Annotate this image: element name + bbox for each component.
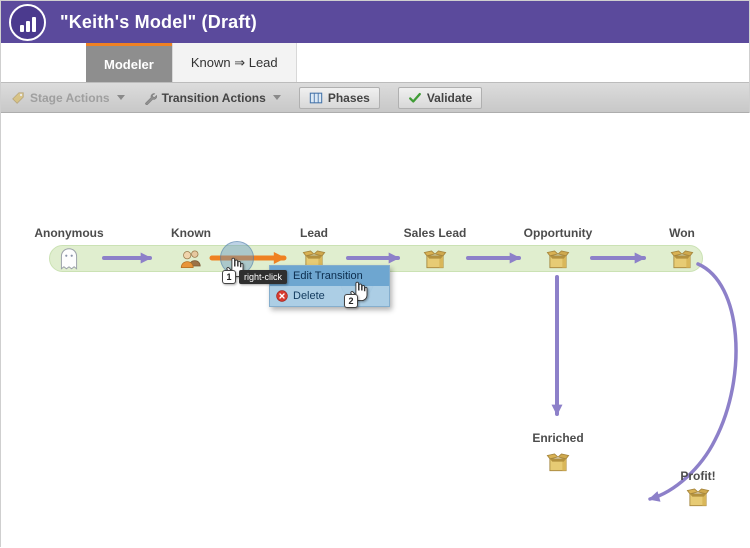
stage-label-known: Known [171, 226, 211, 240]
menu-item-label: Delete [293, 290, 325, 302]
transition-arrows-layer [102, 252, 738, 502]
validate-label: Validate [426, 90, 473, 105]
tab-modeler[interactable]: Modeler [86, 43, 172, 82]
menu-item-label: Edit Transition [293, 270, 363, 282]
stage-label-enriched: Enriched [532, 431, 584, 445]
phases-button[interactable]: Phases [298, 86, 380, 109]
box-icon[interactable] [685, 484, 711, 510]
chevron-down-icon [116, 95, 125, 100]
validate-check-icon [408, 91, 422, 105]
step-badge-2: 2 [344, 294, 358, 308]
tag-icon [11, 91, 25, 105]
right-click-tooltip: right-click [239, 270, 288, 284]
header-bar: "Keith's Model" (Draft) [1, 1, 749, 43]
page-title: "Keith's Model" (Draft) [60, 11, 257, 32]
model-canvas[interactable]: Anonymous Known Lead Sales Lead Opportun… [1, 113, 750, 548]
box-icon[interactable] [669, 246, 695, 272]
stage-actions-label: Stage Actions [30, 90, 110, 105]
step-badge-1: 1 [222, 270, 236, 284]
stage-label-profit: Profit! [680, 469, 716, 483]
transition-actions-label: Transition Actions [161, 90, 266, 105]
marketo-logo-icon [9, 3, 46, 41]
phases-icon [309, 91, 323, 105]
tab-bar: Modeler Known ⇒ Lead [1, 43, 749, 82]
box-icon[interactable] [301, 246, 327, 272]
menu-item-delete[interactable]: Delete [270, 286, 389, 306]
toolbar: Stage Actions Transition Actions Phases … [1, 82, 749, 113]
box-icon[interactable] [545, 246, 571, 272]
stage-label-lead: Lead [299, 226, 329, 240]
wrench-icon [143, 91, 157, 105]
tab-known-lead[interactable]: Known ⇒ Lead [171, 43, 297, 82]
delete-icon [276, 290, 288, 302]
transition-actions-button[interactable]: Transition Actions [143, 91, 281, 105]
transition-arrow-won-profit[interactable] [648, 262, 738, 502]
phases-label: Phases [327, 90, 370, 105]
stage-label-anonymous: Anonymous [34, 226, 104, 240]
stage-label-won: Won [669, 226, 695, 240]
stage-label-opportunity: Opportunity [523, 226, 593, 240]
ghost-icon[interactable] [56, 246, 82, 272]
stage-label-sales-lead: Sales Lead [403, 226, 467, 240]
stage-actions-button[interactable]: Stage Actions [11, 91, 125, 105]
users-icon[interactable] [178, 246, 204, 272]
validate-button[interactable]: Validate [397, 86, 483, 109]
box-icon[interactable] [422, 246, 448, 272]
chevron-down-icon [272, 95, 281, 100]
box-icon[interactable] [545, 449, 571, 475]
